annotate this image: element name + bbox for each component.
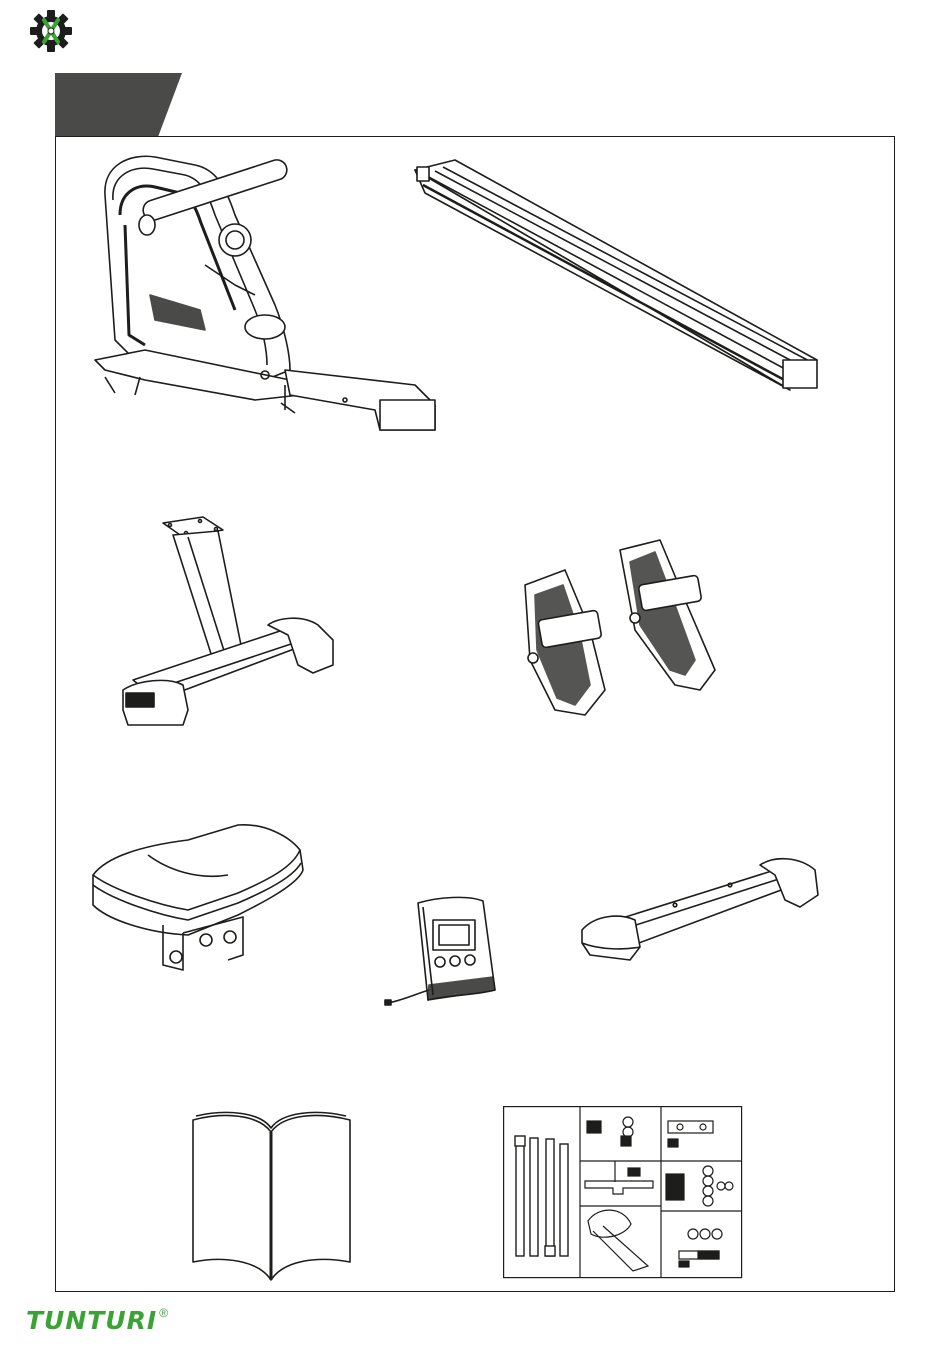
rower-main-frame-illustration	[85, 145, 440, 435]
gear-logo-icon	[28, 8, 74, 54]
pedals-with-straps-illustration	[515, 540, 730, 720]
rear-stabilizer-illustration	[580, 855, 820, 965]
rail-beam-illustration	[405, 155, 825, 395]
manual-book-illustration	[188, 1110, 354, 1282]
registered-mark: ®	[159, 1306, 168, 1320]
console-computer-illustration	[383, 895, 493, 1015]
hardware-pack-illustration	[503, 1106, 743, 1279]
front-stabilizer-leg-illustration	[118, 515, 338, 730]
seat-with-rollers-illustration	[88, 825, 308, 975]
brand-name: TUNTURI	[26, 1306, 157, 1336]
brand-logo: TUNTURI ®	[26, 1306, 168, 1336]
section-tab	[55, 73, 182, 137]
